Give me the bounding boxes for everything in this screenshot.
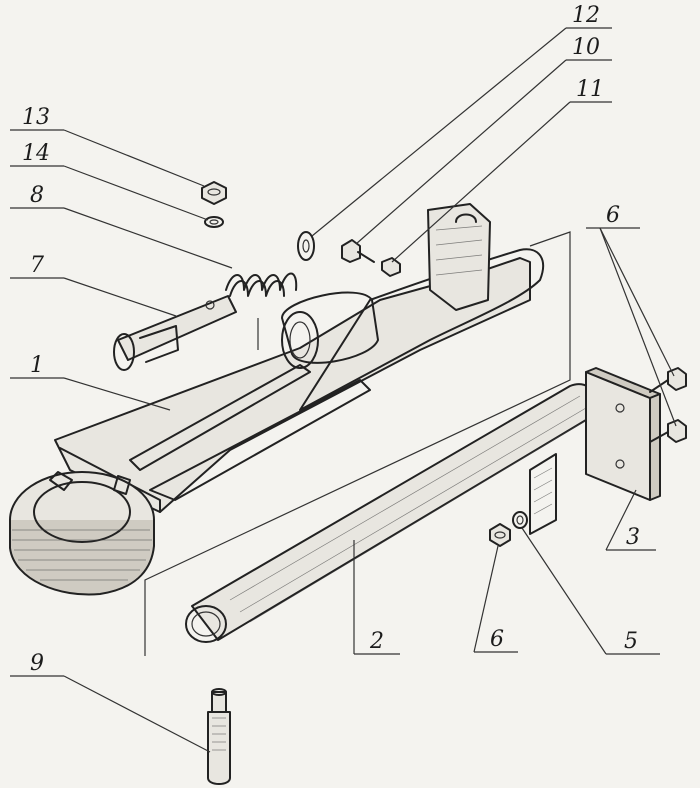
part-6-nut: [489, 523, 511, 547]
part-12-washer: [297, 231, 315, 261]
callout-7: 7: [30, 253, 44, 278]
part-9-pin: [207, 688, 231, 785]
callout-8: 8: [30, 183, 44, 208]
callout-12: 12: [572, 3, 600, 28]
callout-labels: 12 10 11 13 14 8 7 1 6 3 2 6 5 9: [22, 3, 640, 676]
callout-11: 11: [576, 77, 604, 102]
callout-3: 3: [626, 525, 640, 550]
callout-14: 14: [22, 141, 50, 166]
part-1-lever-body: [9, 203, 545, 596]
part-13-nut: [201, 181, 227, 205]
callout-6-bolts: 6: [606, 203, 620, 228]
part-8-spring: [225, 272, 298, 297]
part-3-bracket-plate: [529, 367, 661, 535]
leader-lines: [10, 27, 677, 753]
assembly-frame-lines: [144, 231, 571, 656]
part-10-bolt: [341, 239, 401, 277]
callout-2: 2: [369, 629, 384, 654]
part-5-washer: [512, 511, 528, 529]
callout-10: 10: [572, 35, 600, 60]
part-7-plunger: [113, 295, 237, 371]
callout-13: 13: [22, 105, 50, 130]
callout-6-nut: 6: [490, 627, 504, 652]
callout-1: 1: [30, 353, 44, 378]
part-14-washer: [204, 216, 224, 228]
callout-9: 9: [30, 651, 44, 676]
callout-5: 5: [624, 629, 638, 654]
